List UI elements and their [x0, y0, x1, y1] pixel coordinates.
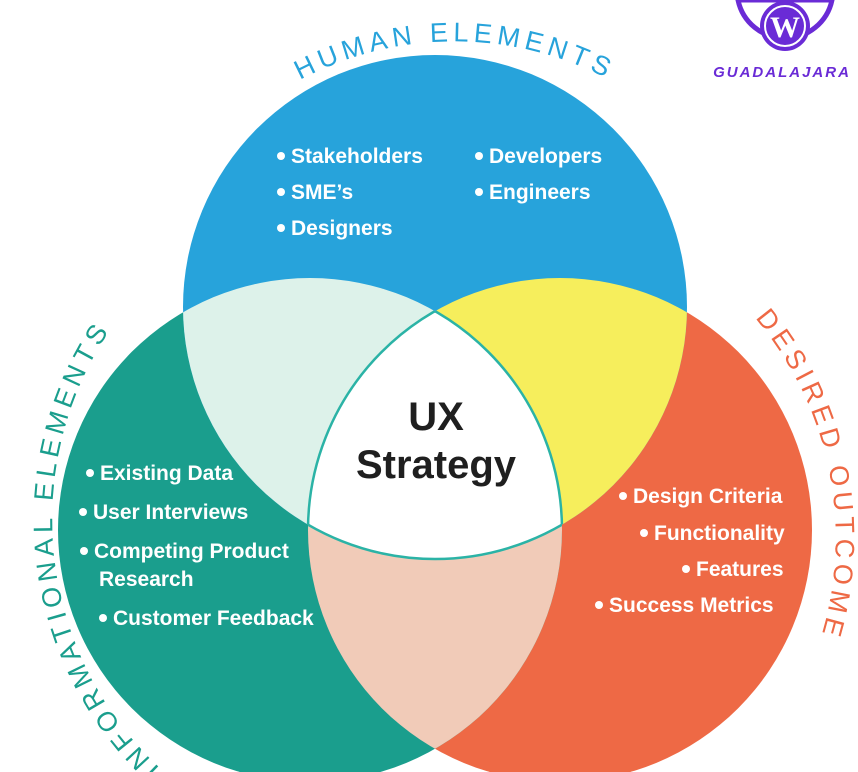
list-item: Success Metrics	[609, 594, 774, 617]
list-item: Research	[99, 568, 194, 591]
list-item: Designers	[291, 217, 393, 240]
center-title-line1: UX	[408, 395, 464, 439]
human-items-left: Stakeholders SME’s Designers	[277, 145, 423, 240]
list-item: User Interviews	[93, 501, 248, 524]
wordpress-icon: W	[770, 11, 800, 44]
wordpress-logo: W GUADALAJARA	[713, 0, 851, 81]
list-item: Existing Data	[100, 462, 233, 485]
list-item: Design Criteria	[633, 485, 783, 508]
center-title-line2: Strategy	[356, 443, 517, 487]
human-items-right: Developers Engineers	[475, 145, 602, 204]
list-item: Customer Feedback	[113, 607, 314, 630]
logo-text: GUADALAJARA	[713, 64, 851, 81]
informational-items: Existing Data User Interviews Competing …	[79, 462, 314, 630]
list-item: Functionality	[654, 522, 785, 545]
list-item: Features	[696, 558, 784, 581]
list-item: Stakeholders	[291, 145, 423, 168]
desired-items: Design Criteria Functionality Features S…	[595, 485, 785, 617]
list-item: SME’s	[291, 181, 353, 204]
list-item: Competing Product	[94, 540, 289, 563]
list-item: Engineers	[489, 181, 591, 204]
list-item: Developers	[489, 145, 602, 168]
